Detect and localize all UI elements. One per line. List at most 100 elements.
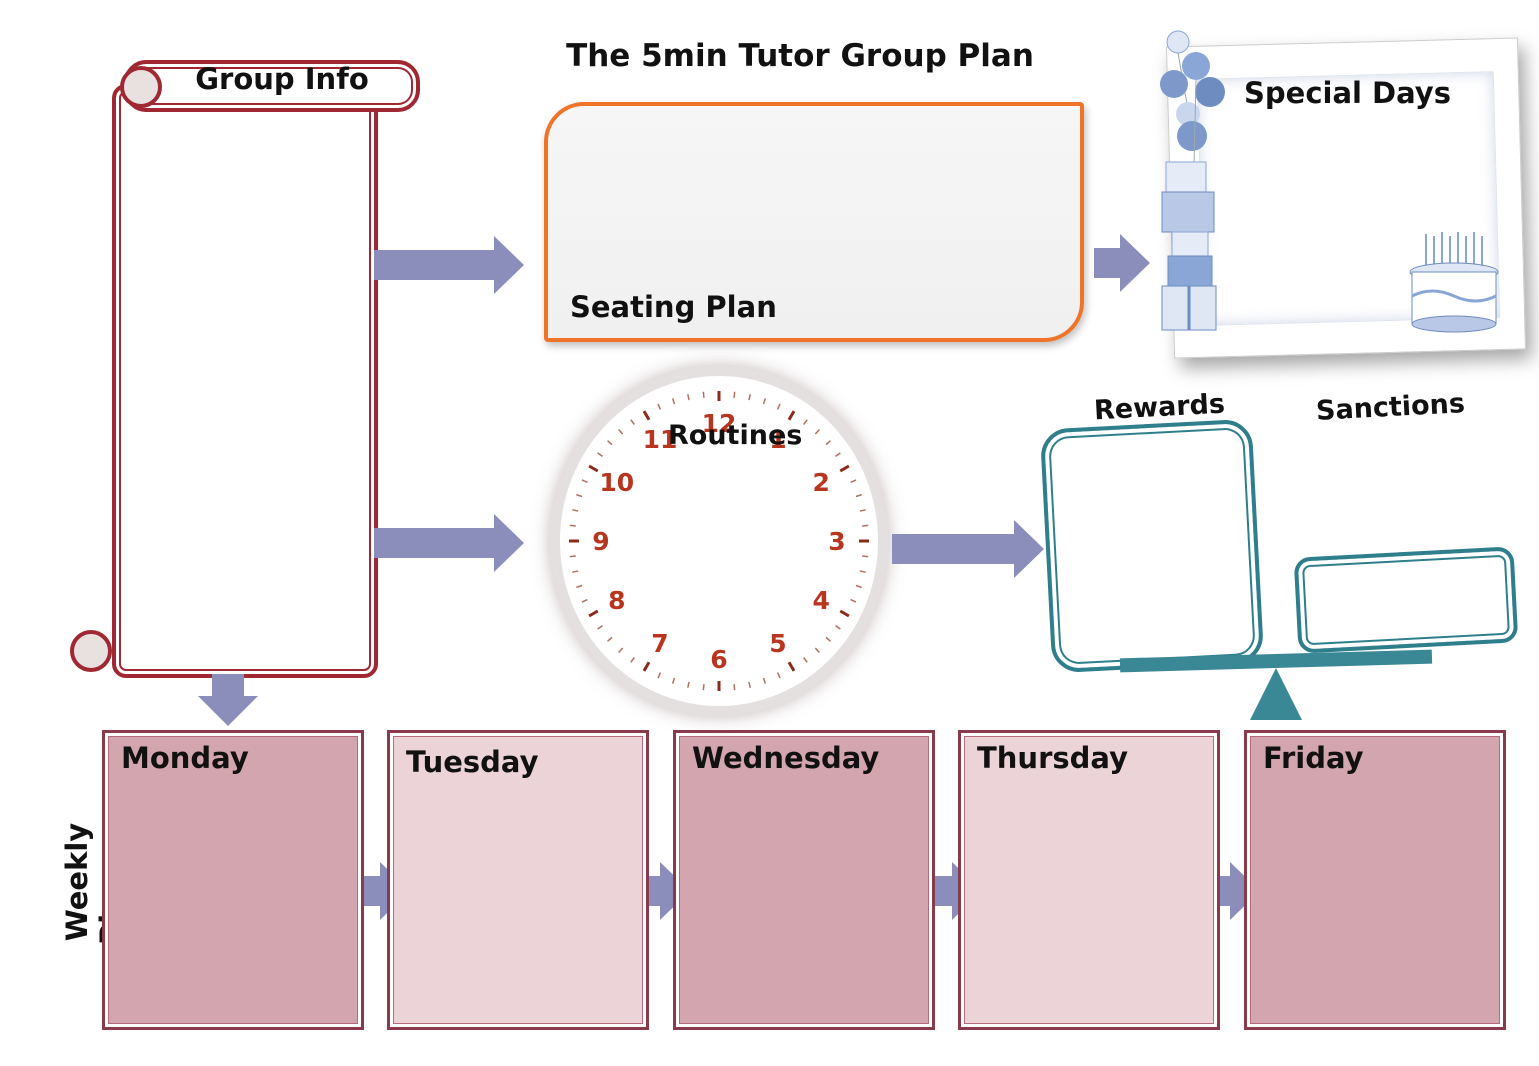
clock-tick xyxy=(687,681,690,688)
page-title: The 5min Tutor Group Plan xyxy=(566,38,1034,74)
clock-number: 8 xyxy=(608,586,625,615)
day-label-tuesday: Tuesday xyxy=(406,745,539,779)
clock-number: 6 xyxy=(710,645,727,674)
clock-tick xyxy=(581,598,588,603)
clock-tick xyxy=(787,661,796,672)
clock-number: 12 xyxy=(702,409,737,438)
clock-number: 7 xyxy=(651,629,668,658)
clock-tick xyxy=(733,684,736,691)
clock-tick xyxy=(642,410,651,421)
clock-tick xyxy=(859,509,866,512)
clock-tick xyxy=(569,555,576,558)
clock-tick xyxy=(835,452,841,457)
clock-tick xyxy=(850,479,857,484)
clock-tick xyxy=(657,672,662,679)
clock-tick xyxy=(862,555,869,558)
seating-plan-label: Seating Plan xyxy=(570,290,777,324)
balance-fulcrum-icon xyxy=(1250,668,1302,720)
clock-tick xyxy=(733,391,736,398)
day-label-wednesday: Wednesday xyxy=(692,741,880,775)
clock-tick xyxy=(642,661,651,672)
clock-tick xyxy=(855,584,862,589)
clock-tick xyxy=(618,429,624,435)
scroll-curl-bottom-icon xyxy=(70,630,112,672)
clock-tick xyxy=(839,464,850,473)
day-box-tuesday: Tuesday xyxy=(387,730,649,1030)
arrow-group-to-monday xyxy=(198,674,258,726)
day-label-monday: Monday xyxy=(121,741,249,775)
clock-number: 11 xyxy=(643,425,678,454)
clock-tick xyxy=(835,625,841,630)
clock-tick xyxy=(702,684,705,691)
clock-tick xyxy=(803,419,808,425)
clock-tick xyxy=(572,570,579,573)
clock-tick xyxy=(588,609,599,618)
weekly-planner-label: Weekly Planner xyxy=(60,819,128,945)
clock-tick xyxy=(850,598,857,603)
seating-plan-box xyxy=(544,102,1084,342)
clock-number: 10 xyxy=(599,468,634,497)
clock-tick xyxy=(762,398,767,405)
routines-clock xyxy=(560,376,878,706)
clock-tick xyxy=(572,509,579,512)
scroll-curl-top-icon xyxy=(120,66,162,108)
clock-tick xyxy=(569,524,576,527)
clock-tick xyxy=(814,647,820,653)
clock-tick xyxy=(597,452,603,457)
day-label-thursday: Thursday xyxy=(977,741,1128,775)
clock-number: 9 xyxy=(592,527,609,556)
day-box-wednesday: Wednesday xyxy=(673,730,935,1030)
arrow-wednesday-to-thursday xyxy=(924,862,982,920)
arrow-group-to-seating xyxy=(374,236,524,294)
clock-tick xyxy=(671,398,676,405)
clock-tick xyxy=(762,677,767,684)
group-info-banner xyxy=(124,60,420,112)
clock-tick xyxy=(597,625,603,630)
clock-tick xyxy=(576,584,583,589)
clock-number: 4 xyxy=(812,586,829,615)
clock-tick xyxy=(618,647,624,653)
clock-tick xyxy=(657,403,662,410)
day-box-monday: Monday xyxy=(102,730,364,1030)
clock-face: 12 12 3 45 6 78 9 10 11 xyxy=(569,391,869,691)
clock-number: 5 xyxy=(769,629,786,658)
clock-tick xyxy=(702,391,705,398)
clock-tick xyxy=(776,672,781,679)
arrow-seating-to-special xyxy=(1094,234,1150,292)
day-label-friday: Friday xyxy=(1263,741,1364,775)
clock-tick xyxy=(825,440,831,446)
balloons-presents-icon xyxy=(1160,30,1225,331)
clock-tick xyxy=(687,394,690,401)
group-info-panel xyxy=(112,84,378,678)
clock-tick xyxy=(862,524,869,527)
clock-number: 3 xyxy=(828,527,845,556)
clock-tick xyxy=(607,636,613,642)
clock-tick xyxy=(671,677,676,684)
clock-tick xyxy=(607,440,613,446)
arrow-group-to-routines xyxy=(374,514,524,572)
clock-tick xyxy=(814,429,820,435)
clock-tick xyxy=(588,464,599,473)
birthday-cake-icon xyxy=(1409,232,1499,333)
day-box-friday: Friday xyxy=(1244,730,1506,1030)
clock-tick xyxy=(581,479,588,484)
clock-tick xyxy=(776,403,781,410)
clock-tick xyxy=(748,394,751,401)
clock-tick xyxy=(787,410,796,421)
clock-tick xyxy=(839,609,850,618)
clock-tick xyxy=(803,657,808,663)
clock-tick xyxy=(855,493,862,498)
day-box-thursday: Thursday xyxy=(958,730,1220,1030)
clock-tick xyxy=(825,636,831,642)
clock-tick xyxy=(576,493,583,498)
arrow-monday-to-tuesday xyxy=(352,862,410,920)
routines-label: Routines xyxy=(668,420,803,451)
special-days-label: Special Days xyxy=(1244,76,1451,110)
clock-number: 2 xyxy=(812,468,829,497)
group-info-label: Group Info xyxy=(195,62,369,96)
clock-number: 1 xyxy=(769,425,786,454)
clock-tick xyxy=(748,681,751,688)
arrow-routines-to-rewards xyxy=(892,520,1044,578)
clock-tick xyxy=(630,419,635,425)
